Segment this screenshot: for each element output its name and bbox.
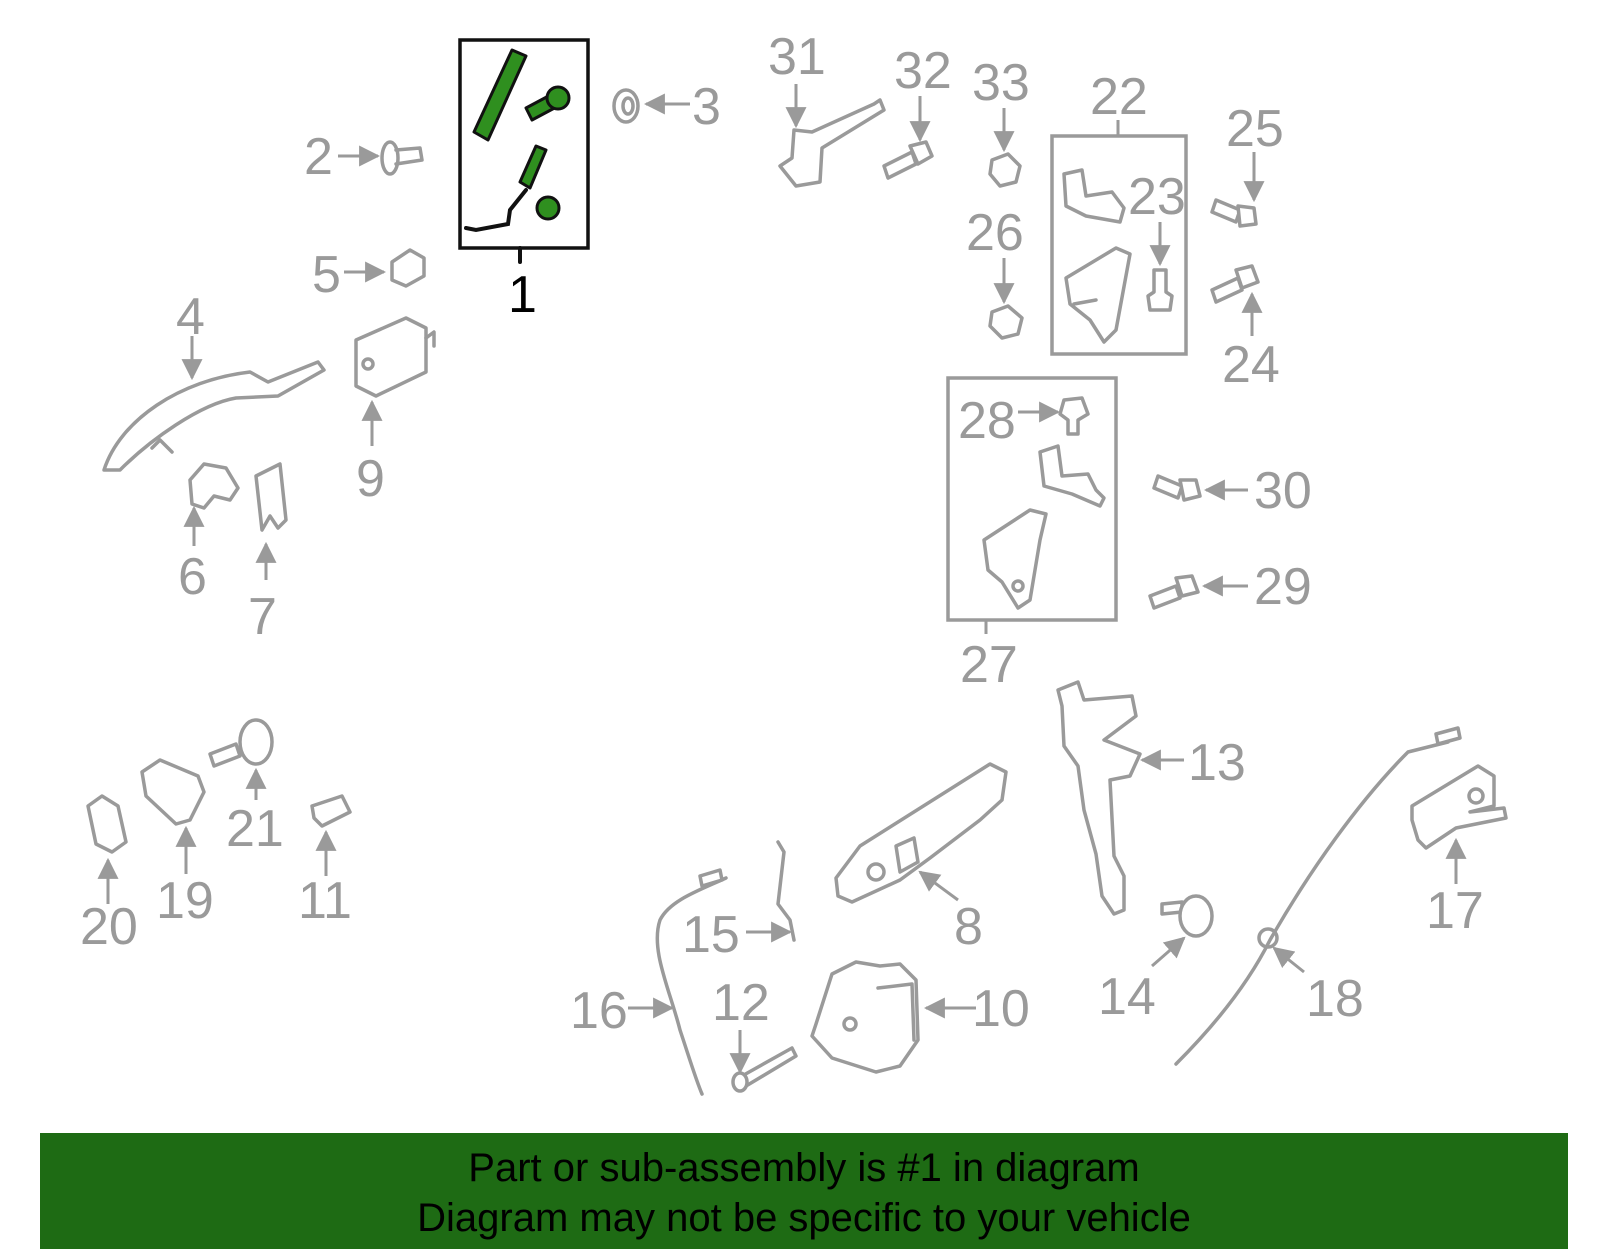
callout-7: 7 bbox=[248, 588, 277, 646]
part-8-handle-frame bbox=[834, 762, 1008, 904]
part-7-bracket bbox=[254, 462, 288, 580]
callout-21: 21 bbox=[226, 800, 284, 858]
callout-14: 14 bbox=[1098, 968, 1156, 1026]
callout-11: 11 bbox=[298, 872, 352, 930]
info-banner: Part or sub-assembly is #1 in diagram Di… bbox=[40, 1133, 1568, 1249]
part-25-bolt bbox=[1210, 152, 1265, 228]
callout-18: 18 bbox=[1306, 970, 1364, 1028]
part-6-clip bbox=[183, 462, 240, 546]
callout-28: 28 bbox=[958, 392, 1016, 450]
callout-19: 19 bbox=[156, 872, 214, 930]
part-32-bolt bbox=[882, 96, 934, 180]
part-22-hinge-assembly bbox=[1050, 120, 1188, 356]
callout-6: 6 bbox=[178, 548, 207, 606]
callout-33: 33 bbox=[972, 54, 1030, 112]
callout-20: 20 bbox=[80, 898, 138, 956]
callout-3: 3 bbox=[692, 78, 721, 136]
part-33-nut bbox=[988, 108, 1022, 188]
callout-15: 15 bbox=[682, 906, 740, 964]
part-11-clip bbox=[310, 794, 352, 876]
part-17-striker bbox=[1410, 764, 1508, 884]
part-28-bolt bbox=[1018, 396, 1090, 436]
part-14-bolt bbox=[1151, 894, 1214, 968]
part-30-bolt bbox=[1152, 474, 1248, 502]
part-4-handle bbox=[102, 336, 326, 472]
callout-9: 9 bbox=[356, 450, 385, 508]
part-20-gasket bbox=[86, 794, 128, 904]
callout-1: 1 bbox=[508, 266, 537, 324]
part-31-check-arm bbox=[778, 84, 886, 188]
part-9-module bbox=[354, 316, 436, 446]
callout-13: 13 bbox=[1188, 734, 1246, 792]
part-1-kit[interactable] bbox=[458, 38, 590, 264]
part-18-cable bbox=[1174, 726, 1462, 1066]
part-3-nut bbox=[612, 88, 690, 124]
callout-2: 2 bbox=[304, 128, 333, 186]
callout-29: 29 bbox=[1254, 558, 1312, 616]
callout-12: 12 bbox=[712, 974, 770, 1032]
callout-16: 16 bbox=[570, 982, 628, 1040]
callout-23: 23 bbox=[1128, 168, 1186, 226]
part-13-reinforcement bbox=[1056, 680, 1184, 916]
callout-17: 17 bbox=[1426, 882, 1484, 940]
part-29-bolt bbox=[1148, 574, 1248, 610]
part-16-cable bbox=[628, 868, 728, 1096]
part-27-hinge-assembly bbox=[946, 376, 1118, 622]
callout-22: 22 bbox=[1090, 68, 1148, 126]
part-15-rod bbox=[746, 840, 796, 943]
callout-5: 5 bbox=[312, 246, 341, 304]
part-5-clip bbox=[344, 248, 426, 288]
callout-24: 24 bbox=[1222, 336, 1280, 394]
banner-line-1: Part or sub-assembly is #1 in diagram bbox=[468, 1146, 1140, 1190]
part-2-bolt bbox=[338, 140, 424, 176]
callout-10: 10 bbox=[972, 980, 1030, 1038]
part-23-bolt bbox=[1146, 222, 1174, 312]
part-24-bolt bbox=[1210, 264, 1263, 336]
callout-27: 27 bbox=[960, 636, 1018, 694]
part-12-bolt bbox=[729, 1030, 798, 1093]
callout-25: 25 bbox=[1226, 100, 1284, 158]
part-10-latch bbox=[810, 960, 976, 1074]
part-26-nut bbox=[988, 258, 1024, 340]
callout-4: 4 bbox=[176, 288, 205, 346]
callout-26: 26 bbox=[966, 204, 1024, 262]
callout-30: 30 bbox=[1254, 462, 1312, 520]
callout-8: 8 bbox=[954, 898, 983, 956]
part-21-bolt bbox=[208, 718, 274, 800]
callout-31: 31 bbox=[768, 28, 826, 86]
callout-32: 32 bbox=[894, 42, 952, 100]
part-19-bracket bbox=[140, 758, 206, 874]
banner-line-2: Diagram may not be specific to your vehi… bbox=[417, 1196, 1191, 1240]
